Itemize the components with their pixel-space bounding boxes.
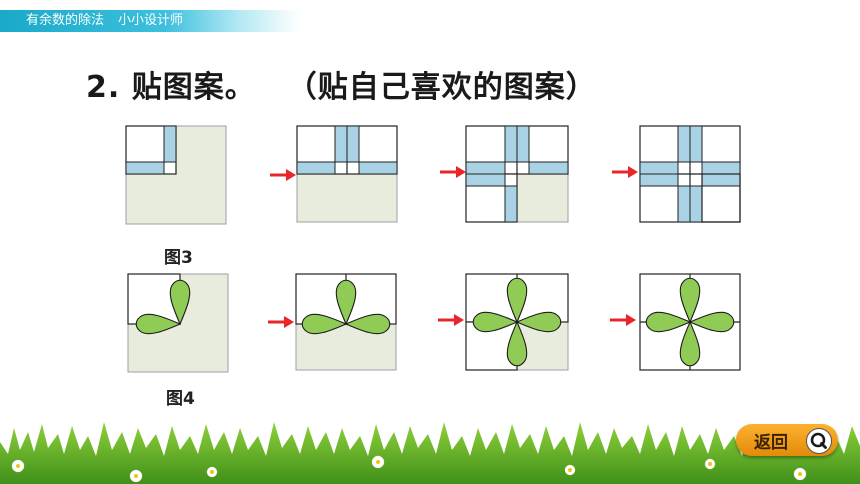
back-button-label: 返回 xyxy=(754,433,788,453)
header-section: 小小设计师 xyxy=(118,13,184,28)
arrow-3 xyxy=(612,166,638,178)
fig4-step2 xyxy=(295,273,397,371)
task-title-text: 2. 贴图案。 xyxy=(86,70,256,105)
fig4-step3 xyxy=(465,273,569,371)
fig3-step4 xyxy=(639,125,741,223)
arrow-5 xyxy=(438,314,464,326)
fig3-step2 xyxy=(296,125,398,223)
header-breadcrumb: 有余数的除法小小设计师 xyxy=(26,12,183,30)
arrow-1 xyxy=(270,169,296,181)
grass-decoration xyxy=(0,422,860,484)
task-subtitle: （贴自己喜欢的图案） xyxy=(301,70,597,105)
fig3-step1 xyxy=(125,125,227,225)
fig3-label: 图3 xyxy=(164,248,193,268)
header-band xyxy=(0,10,300,32)
task-title: 2. 贴图案。 （贴自己喜欢的图案） xyxy=(86,62,597,106)
fig3-step3 xyxy=(465,125,569,223)
back-button[interactable]: 返回 xyxy=(736,424,838,456)
header-lesson: 有余数的除法 xyxy=(26,13,105,28)
fig4-label: 图4 xyxy=(166,389,195,409)
magnifier-icon xyxy=(806,428,832,454)
fig4-step4 xyxy=(639,273,741,371)
arrow-2 xyxy=(440,166,466,178)
arrow-4 xyxy=(268,316,294,328)
fig4-step1 xyxy=(127,273,229,373)
arrow-6 xyxy=(610,314,636,326)
